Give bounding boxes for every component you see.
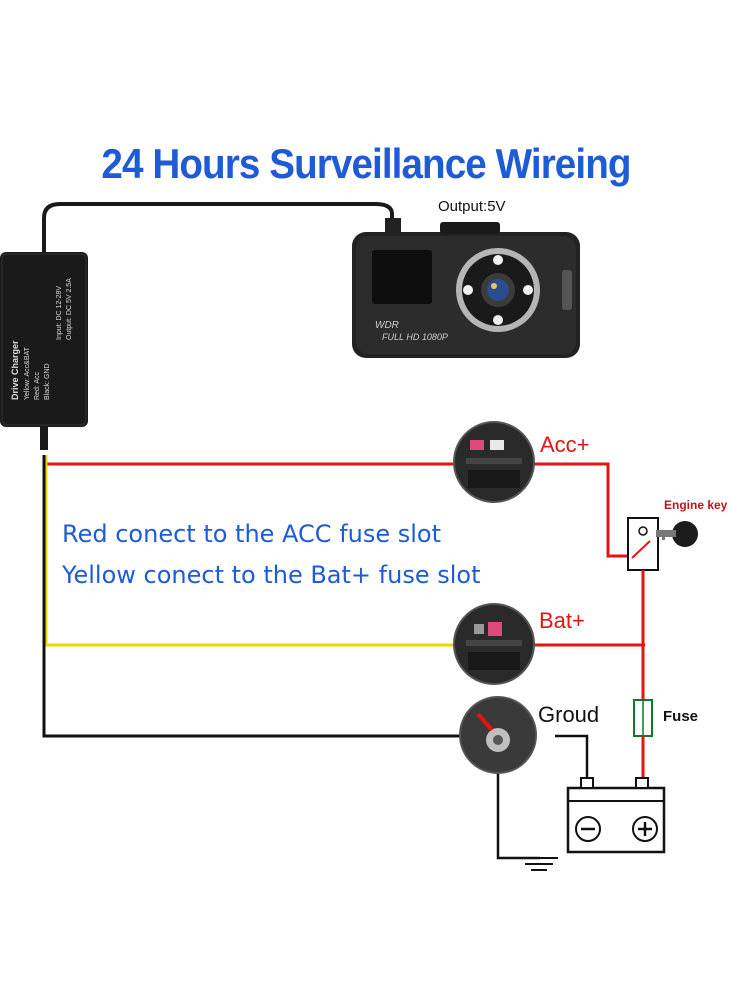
dashcam-wdr-badge: WDR <box>375 320 399 331</box>
dashcam <box>352 222 580 358</box>
red-wire <box>44 455 458 466</box>
engine-key-label: Engine key <box>664 498 728 512</box>
charger-line-5: Output: DC 5V 2.5A <box>66 278 73 340</box>
ground-bolt-photo <box>459 696 537 774</box>
charger-line-2: Red: Acc <box>34 371 41 400</box>
drive-charger <box>0 252 88 450</box>
charger-line-1: Yellow: Acc&BAT <box>24 347 31 400</box>
engine-key-switch <box>627 517 659 606</box>
dashcam-resolution-badge: FULL HD 1080P <box>382 332 448 342</box>
ground-return <box>496 760 540 860</box>
instruction-red-wire: Red conect to the ACC fuse slot <box>62 520 442 548</box>
bat-fuse-slot-photo <box>453 603 535 685</box>
key-icon <box>656 521 698 547</box>
red-wire-to-key <box>528 462 628 558</box>
ground-label: Groud <box>538 702 600 727</box>
yellow-wire <box>44 455 458 647</box>
black-wire <box>42 455 462 738</box>
fuse-symbol <box>633 699 653 737</box>
usb-cable <box>42 202 394 252</box>
battery-symbol <box>566 777 666 854</box>
acc-fuse-slot-photo <box>453 421 535 503</box>
charger-line-4: Input: DC 12-28V <box>56 285 63 340</box>
diagram-title: 24 Hours Surveillance Wireing <box>101 140 631 187</box>
charger-name: Drive Charger <box>10 340 20 400</box>
acc-label: Acc+ <box>540 432 590 457</box>
usb-plug <box>385 218 401 232</box>
bat-label: Bat+ <box>539 608 585 633</box>
instruction-yellow-wire: Yellow conect to the Bat+ fuse slot <box>62 561 481 589</box>
fuse-label: Fuse <box>663 708 699 725</box>
charger-label-group: Drive Charger Yellow: Acc&BAT Red: Acc B… <box>6 278 86 410</box>
ground-symbol <box>520 857 558 871</box>
charger-line-3: Black: GND <box>44 363 51 400</box>
output-voltage-label: Output:5V <box>438 198 506 215</box>
ground-wire <box>555 734 589 778</box>
